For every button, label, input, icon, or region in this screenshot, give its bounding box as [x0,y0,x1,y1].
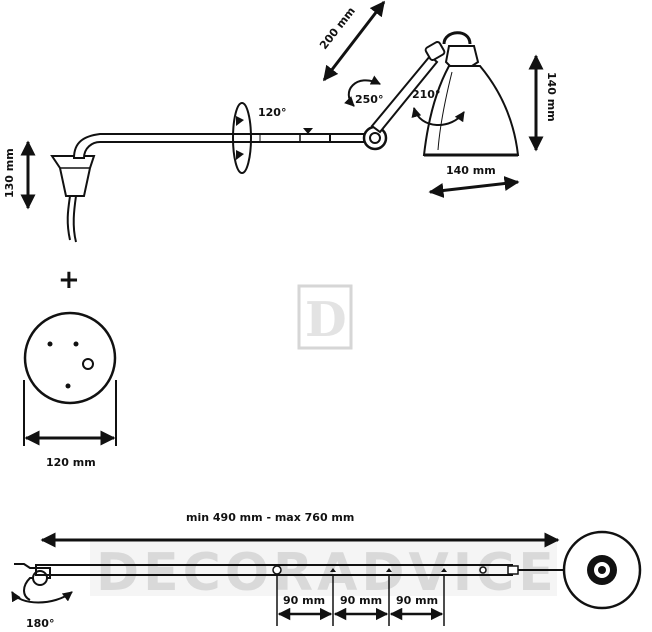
seg2-label: 90 mm [340,594,382,607]
watermark-logo: D [305,292,347,348]
seg1-label: 90 mm [283,594,325,607]
base-plate [23,311,117,405]
wall-bracket [50,155,96,197]
rotation-210-arc [411,107,465,126]
power-cable [66,195,77,243]
rotation-250-arc [344,75,381,107]
dim-130-label: 130 mm [3,148,16,198]
mount-hole [65,383,71,389]
base-plate-view: + 120 mm [23,265,117,469]
watermark-brand: DECORADVICE [96,543,558,603]
angle-180-label: 180° [26,617,54,630]
rotation-120-arc [232,102,252,174]
watermark: D DECORADVICE [90,284,558,603]
mount-hole [47,341,53,347]
angle-120-label: 120° [258,106,286,119]
dim-140-width-arrow [428,176,520,198]
dim-140-width-label: 140 mm [446,164,496,177]
cable-hole [82,358,94,370]
upper-arm [370,54,439,134]
angle-250-label: 250° [355,93,383,106]
seg3-label: 90 mm [396,594,438,607]
dim-120-label: 120 mm [46,456,96,469]
angle-210-label: 210° [412,88,440,101]
dim-range-label: min 490 mm - max 760 mm [186,511,354,524]
dim-140-height-label: 140 mm [545,72,558,122]
curved-arm [72,133,331,159]
plus-sign: + [58,265,80,295]
mount-hole [73,341,79,347]
dim-200-arrow [322,0,386,82]
top-view: min 490 mm - max 760 mm 90 mm 90 mm 90 m… [11,511,642,630]
wall-lamp-side-view: 120° 250° 210° 200 mm 140 mm 140 mm 130 … [3,0,558,243]
lamp-shade [444,45,480,67]
rotation-180-arc [11,591,73,604]
